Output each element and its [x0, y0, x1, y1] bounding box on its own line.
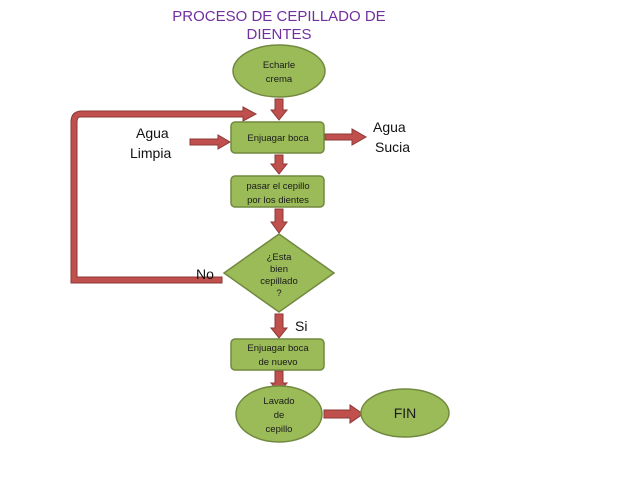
arrow-no-loop [70, 106, 258, 284]
node-brush: pasar el cepillo por los dientes [230, 175, 325, 208]
node-brush-line-2: por los dientes [247, 195, 309, 206]
node-decision-line-4: ? [276, 288, 281, 299]
node-rinse-again-line-1: Enjuagar boca [247, 343, 309, 354]
arrow-start-to-rinse [269, 98, 289, 121]
node-rinse: Enjuagar boca [230, 121, 325, 154]
label-yes: Si [295, 318, 307, 334]
node-decision: ¿Esta bien cepillado ? [222, 233, 336, 313]
arrow-brush-to-decision [270, 208, 288, 234]
node-wash-line-3: cepillo [266, 424, 293, 435]
node-decision-line-2: bien [270, 264, 288, 275]
node-wash-line-1: Lavado [263, 396, 294, 407]
title-line-2: DIENTES [246, 26, 311, 43]
node-wash-line-2: de [274, 410, 285, 421]
node-end: FIN [360, 388, 450, 438]
node-wash: Lavado de cepillo [235, 385, 323, 443]
label-no: No [196, 266, 214, 282]
node-rinse-line-1: Enjuagar boca [247, 133, 309, 144]
node-start: Echarle crema [232, 44, 326, 98]
label-dirty-water-2: Sucia [375, 139, 410, 155]
title-line-1: PROCESO DE CEPILLADO DE [172, 8, 385, 25]
node-rinse-again: Enjuagar boca de nuevo [230, 338, 325, 371]
arrow-decision-to-rinse-again [269, 313, 289, 339]
node-decision-line-1: ¿Esta [267, 252, 293, 263]
node-brush-line-1: pasar el cepillo [246, 181, 309, 192]
node-end-label: FIN [394, 405, 417, 421]
arrow-rinse-to-brush [269, 154, 289, 175]
node-decision-line-3: cepillado [260, 276, 298, 287]
arrow-wash-to-end [323, 404, 364, 424]
arrow-dirty-water [324, 128, 368, 146]
label-clean-water-2: Limpia [130, 145, 171, 161]
label-clean-water-1: Agua [136, 125, 169, 141]
node-start-line-2: crema [266, 74, 293, 85]
arrow-clean-water [189, 134, 231, 150]
node-rinse-again-line-2: de nuevo [258, 357, 297, 368]
label-dirty-water-1: Agua [373, 119, 406, 135]
node-start-line-1: Echarle [263, 60, 295, 71]
